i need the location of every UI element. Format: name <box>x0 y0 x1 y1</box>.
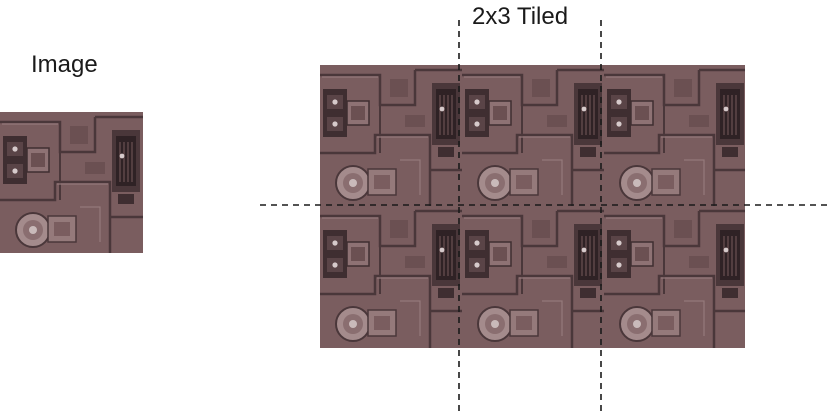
tiled-image <box>320 65 749 348</box>
source-image <box>0 112 145 254</box>
